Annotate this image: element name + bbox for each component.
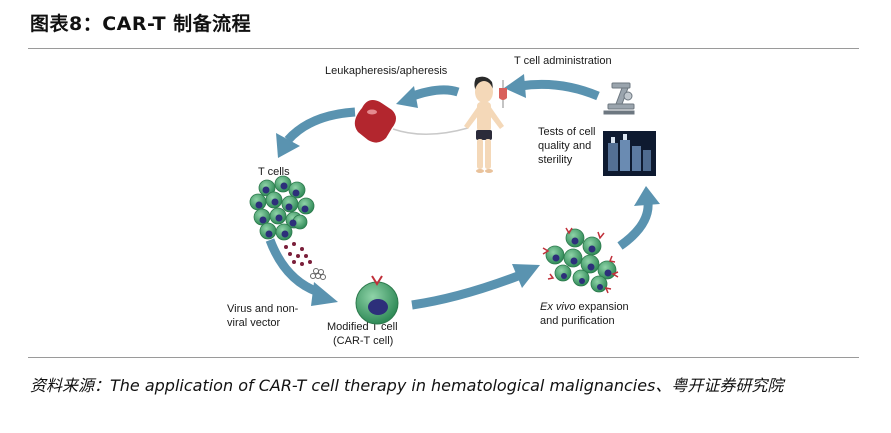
label-tests-line-2: quality and [538, 140, 591, 152]
arrow-to-t-cells [284, 107, 356, 144]
label-virus-line-2: viral vector [227, 317, 281, 329]
arrow-to-blood-bag [408, 85, 460, 102]
label-virus-line-1: Virus and non- [227, 303, 299, 315]
arrow-to-expansion-head [512, 264, 540, 288]
top-divider [28, 48, 859, 49]
label-leukapheresis: Leukapheresis/apheresis [325, 65, 448, 77]
cycle-arrows [265, 74, 660, 310]
microscope-icon [603, 82, 635, 115]
blood-bag-icon [354, 100, 469, 143]
arrow-to-tests [617, 201, 653, 250]
cell-culture-flasks-photo [603, 131, 656, 176]
non-viral-vector-icon [310, 268, 326, 280]
arrow-to-modified-cell [265, 238, 320, 297]
label-ex-vivo-line-2: and purification [540, 315, 615, 327]
arrow-to-person-head [504, 74, 526, 98]
label-tests-line-3: sterility [538, 154, 573, 166]
label-modified-line-1: Modified T cell [327, 321, 398, 333]
figure-title: 图表8：CAR-T 制备流程 [30, 13, 252, 35]
label-t-cell-administration: T cell administration [514, 55, 612, 67]
t-cells-cluster-icon [249, 175, 315, 241]
bottom-divider [28, 357, 859, 358]
arrow-to-modified-cell-head [311, 282, 338, 306]
patient-figure-icon [464, 76, 507, 173]
arrow-to-person [519, 79, 600, 101]
label-ex-vivo-line-1: Ex vivo expansion [540, 301, 629, 313]
arrow-to-blood-bag-head [396, 86, 418, 108]
arrow-to-tests-head [634, 186, 660, 206]
label-t-cells: T cells [258, 166, 290, 178]
car-t-cell-icon [355, 275, 399, 325]
arrow-to-t-cells-head [276, 133, 300, 158]
arrow-to-expansion [411, 271, 520, 310]
vector-particles-icon [284, 242, 312, 266]
expanded-car-t-cells-icon [542, 227, 619, 294]
label-ex-vivo-italic: Ex vivo [540, 301, 575, 313]
source-note: 资料来源：The application of CAR-T cell thera… [30, 376, 784, 395]
label-modified-line-2: (CAR-T cell) [333, 335, 393, 347]
label-tests-line-1: Tests of cell [538, 126, 595, 138]
label-ex-vivo-rest: expansion [575, 301, 628, 313]
